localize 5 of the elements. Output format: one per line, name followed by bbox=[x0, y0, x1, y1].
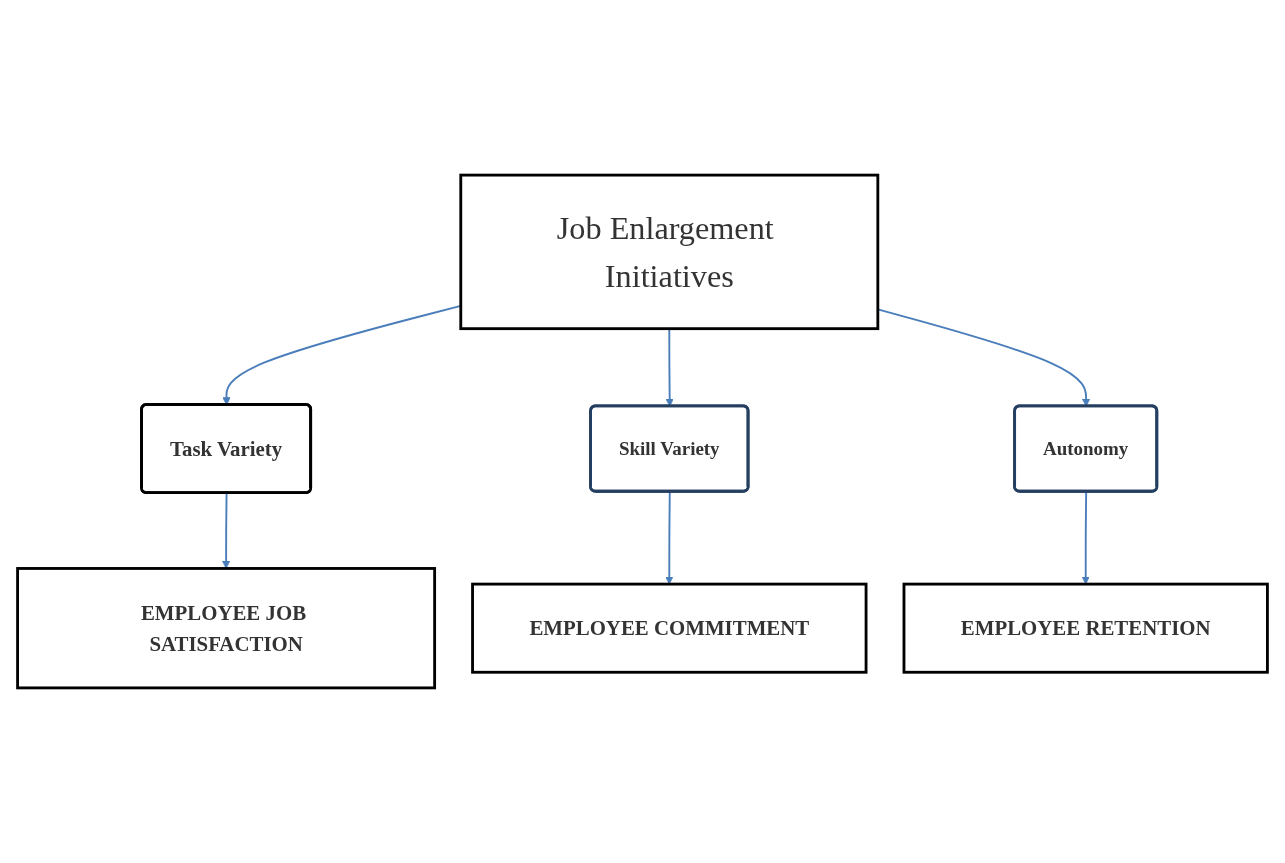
node-box: EMPLOYEE COMMITMENT bbox=[471, 582, 868, 674]
node-box: Job Enlargement Initiatives bbox=[459, 173, 880, 331]
arrow bbox=[221, 492, 231, 569]
node-box: EMPLOYEE RETENTION bbox=[902, 582, 1269, 674]
node-box: EMPLOYEE JOB SATISFACTION bbox=[16, 567, 437, 690]
